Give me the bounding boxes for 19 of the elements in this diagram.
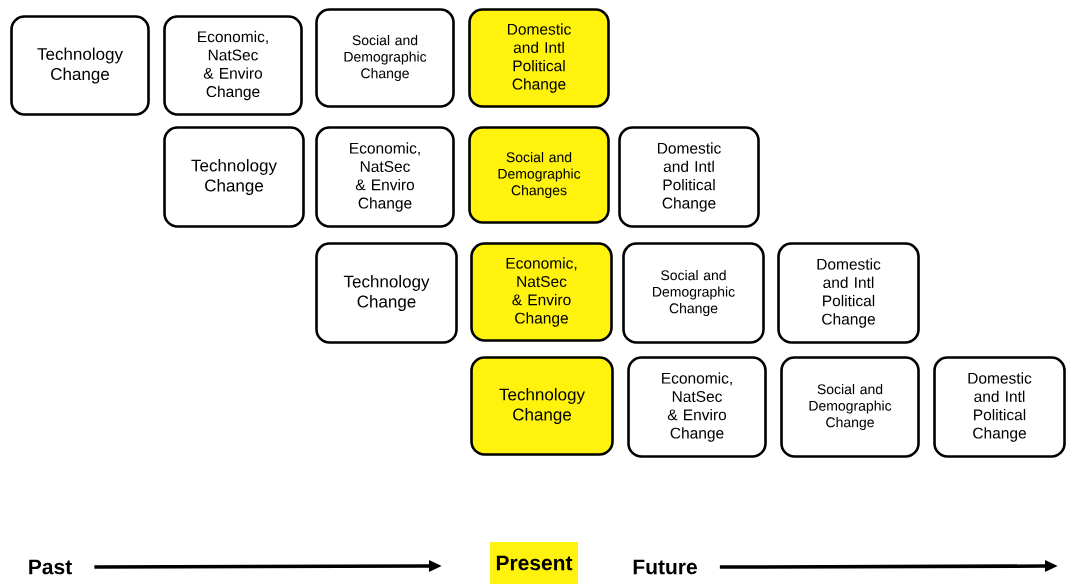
change-box: Social and Demographic Change xyxy=(780,356,920,458)
change-box: Economic, NatSec & Enviro Change xyxy=(470,242,613,342)
change-box: Social and Demographic Change xyxy=(622,242,765,344)
change-box: Social and Demographic Changes xyxy=(468,126,610,224)
change-box: Social and Demographic Change xyxy=(315,8,455,108)
timeline-label: Past xyxy=(29,559,72,575)
change-box: Economic, NatSec & Enviro Change xyxy=(315,126,455,228)
change-box: Economic, NatSec & Enviro Change xyxy=(163,15,303,116)
change-box: Domestic and Intl Political Change xyxy=(933,356,1066,458)
change-box: Domestic and Intl Political Change xyxy=(468,8,610,108)
change-box: Technology Change xyxy=(10,15,150,116)
change-box: Technology Change xyxy=(315,242,458,344)
change-box: Domestic and Intl Political Change xyxy=(618,126,760,228)
change-box: Domestic and Intl Political Change xyxy=(777,242,920,344)
change-box: Technology Change xyxy=(163,126,305,228)
change-box: Economic, NatSec & Enviro Change xyxy=(627,356,767,458)
timeline-label: Present xyxy=(490,542,578,584)
timeline-label: Future xyxy=(633,559,697,575)
change-box: Technology Change xyxy=(470,356,614,456)
